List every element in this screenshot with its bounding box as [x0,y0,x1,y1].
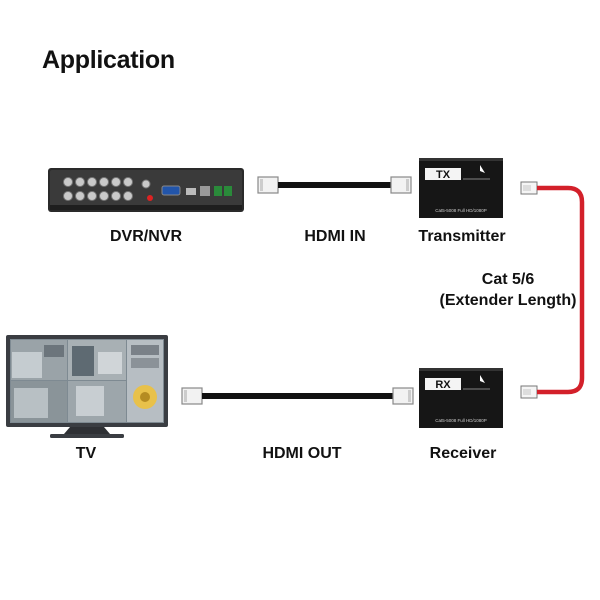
hdmi-in-label: HDMI IN [304,228,366,245]
page-title: Application [42,46,175,74]
rx-badge: RX [435,379,451,391]
rx-spec: Cat5-5008 Full HD/1080P [435,418,487,423]
tx-spec: Cat5-5008 Full HD/1080P [435,208,487,213]
dvr-device [48,168,244,212]
hdmi-out-label: HDMI OUT [262,445,342,462]
tv-label: TV [75,445,97,462]
transmitter-label: Transmitter [418,228,506,245]
cat-cable-label-line2: (Extender Length) [439,292,577,309]
dvr-label: DVR/NVR [109,228,183,245]
bnc-connectors [63,177,151,201]
transmitter-device: TX Cat5-5008 Full HD/1080P [419,158,503,218]
receiver-label: Receiver [429,445,497,462]
cat-cable [520,181,585,399]
tx-badge: TX [436,169,451,181]
cat-cable-label-line1: Cat 5/6 [481,271,535,288]
hdmi-out-cable [181,387,414,405]
hdmi-in-cable [257,176,412,194]
receiver-device: RX Cat5-5008 Full HD/1080P [419,368,503,428]
tv-device [6,335,168,438]
